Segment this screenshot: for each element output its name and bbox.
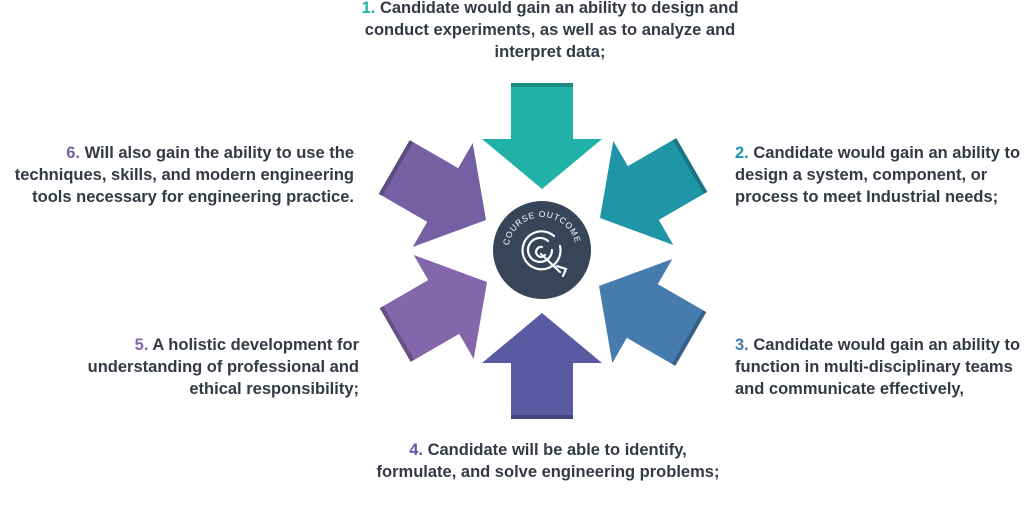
outcome-4-text: Candidate will be able to identify, form… xyxy=(376,441,720,481)
outcome-2-text: Candidate would gain an ability to desig… xyxy=(735,144,1021,206)
outcome-4-label: 4. Candidate will be able to identify, f… xyxy=(370,439,726,483)
arrow-outcome-2 xyxy=(570,113,722,270)
target-icon xyxy=(521,230,568,278)
arrow-outcome-3 xyxy=(569,234,721,391)
outcome-5-label: 5. A holistic development for understand… xyxy=(40,334,359,400)
outcome-6-label: 6. Will also gain the ability to use the… xyxy=(0,142,354,208)
outcome-1-label: 1. Candidate would gain an ability to de… xyxy=(360,0,740,63)
outcome-5-text: A holistic development for understanding… xyxy=(87,336,359,398)
center-circle xyxy=(493,201,591,299)
outcome-3-label: 3. Candidate would gain an ability to fu… xyxy=(735,334,1034,400)
arrow-outcome-5 xyxy=(365,230,517,387)
outcome-2-number: 2. xyxy=(735,144,749,162)
outcome-5-number: 5. xyxy=(134,336,149,354)
outcome-3-text: Candidate would gain an ability to funct… xyxy=(735,336,1021,398)
arrow-outcome-4 xyxy=(482,313,602,419)
outcome-2-label: 2. Candidate would gain an ability to de… xyxy=(735,142,1034,208)
arrow-outcome-1 xyxy=(482,83,602,189)
outcome-3-number: 3. xyxy=(735,336,749,354)
outcome-4-number: 4. xyxy=(409,441,423,459)
arrow-outcome-6 xyxy=(364,115,516,272)
outcome-1-text: Candidate would gain an ability to desig… xyxy=(364,0,739,61)
outcome-6-text: Will also gain the ability to use the te… xyxy=(14,144,354,206)
outcome-6-number: 6. xyxy=(66,144,81,162)
outcome-1-number: 1. xyxy=(361,0,376,17)
